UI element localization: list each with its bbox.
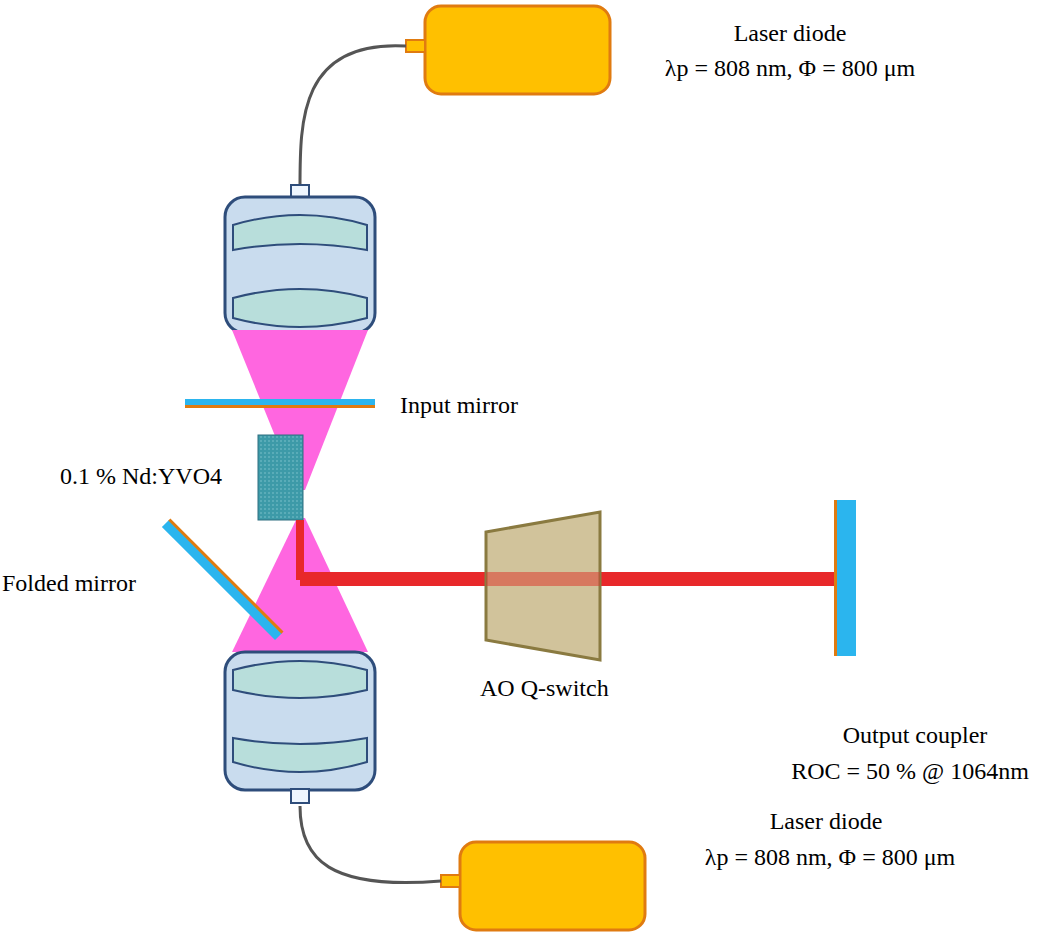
spec-label: ROC = 50 % @ 1064nm <box>791 758 1029 784</box>
optical-fiber <box>300 46 406 187</box>
laser-diode-box <box>460 842 645 930</box>
folded-mirror <box>162 520 282 640</box>
laser-crystal <box>258 435 303 520</box>
mirror-coating <box>168 518 283 633</box>
laser-diode-box <box>425 6 610 94</box>
part-label: Input mirror <box>400 392 518 418</box>
lens <box>233 738 367 772</box>
input-mirror <box>185 399 375 407</box>
device-label: Laser diode <box>770 808 883 834</box>
optical-fiber <box>300 806 441 883</box>
lens <box>233 215 367 250</box>
laser-beam <box>300 572 836 586</box>
mirror-coating <box>834 500 837 656</box>
part-label: 0.1 % Nd:YVO4 <box>60 463 222 489</box>
part-label: Output coupler <box>843 722 988 748</box>
collimator-housing <box>225 652 375 790</box>
fiber-connector <box>291 789 309 803</box>
laser-beam <box>296 520 304 580</box>
ao-q-switch <box>486 512 600 660</box>
laser-beam <box>486 572 600 586</box>
output-coupler <box>836 500 856 656</box>
mirror-coating <box>185 405 375 408</box>
fiber-connector <box>406 40 425 52</box>
lens <box>233 661 367 698</box>
spec-label: λp = 808 nm, Φ = 800 μm <box>705 844 955 870</box>
lens <box>233 289 367 327</box>
spec-label: λp = 808 nm, Φ = 800 μm <box>665 55 915 81</box>
part-label: Folded mirror <box>2 570 136 596</box>
fiber-connector <box>441 875 460 887</box>
device-label: Laser diode <box>734 20 847 46</box>
collimator-housing <box>225 197 375 333</box>
part-label: AO Q-switch <box>480 675 609 701</box>
